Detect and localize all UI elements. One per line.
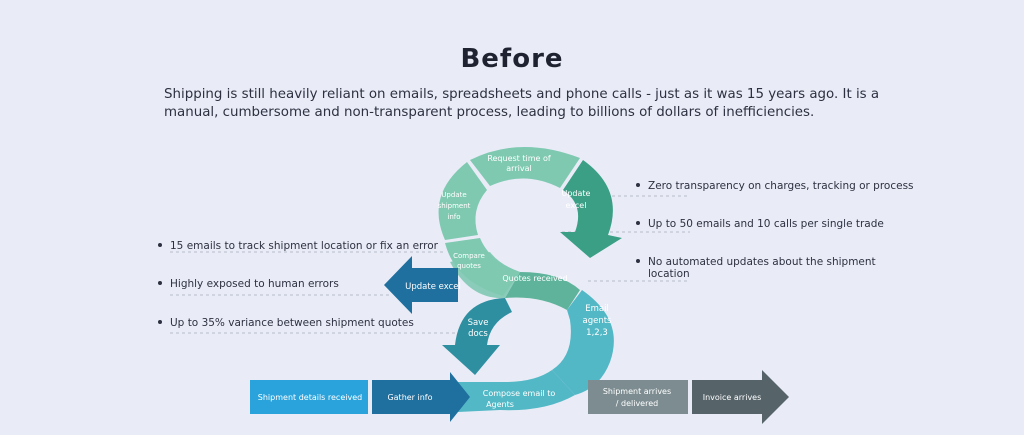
svg-text:Email: Email [585,304,609,314]
page-description: Shipping is still heavily reliant on ema… [164,87,880,120]
svg-text:Shipment arrives: Shipment arrives [603,387,671,396]
update-excel-arrow [384,256,458,314]
update-shipment-segment [438,162,487,240]
bullet [636,259,640,263]
svg-text:Update: Update [441,191,466,199]
quotes-received-segment [505,272,580,310]
shipment-arrives-label-1: Shipment arrives [603,387,671,396]
connector-lines [170,195,690,334]
shipment-arrives-box [588,380,688,414]
svg-text:Compare: Compare [453,252,485,260]
note-left-2-text: Highly exposed to human errors [170,278,339,290]
shipment-details-box [250,380,368,414]
svg-text:Agents: Agents [486,400,514,409]
svg-text:info: info [447,213,460,221]
note-left-1: 15 emails to track shipment location or … [158,240,438,252]
note-right-3-text: No automated updates about the shipment … [648,256,876,280]
note-right-2: Up to 50 emails and 10 calls per single … [636,218,884,230]
request-time-label-1: Request time of [487,154,551,163]
page-title: Before [460,44,564,74]
compose-email-label-1: Compose email to [483,389,556,398]
quotes-received-label: Quotes received [502,274,567,283]
email-agents-label-1: Email [585,304,609,314]
save-docs-label-1: Save [468,318,489,328]
bullet [158,243,162,247]
compose-email-label-2: Agents [486,400,514,409]
svg-text:Compose email to: Compose email to [483,389,556,398]
bullet [636,183,640,187]
note-right-1: Zero transparency on charges, tracking o… [636,180,914,192]
update-shipment-label-1: Update [441,191,466,199]
svg-text:1,2,3: 1,2,3 [586,328,608,338]
note-left-3: Up to 35% variance between shipment quot… [158,317,414,329]
svg-text:arrival: arrival [506,164,531,173]
shipment-arrives-label-2: / delivered [616,399,658,408]
compose-email-segment [458,370,575,412]
update-shipment-label-3: info [447,213,460,221]
save-docs-label-2: docs [468,329,488,339]
svg-text:Save: Save [468,318,489,328]
save-docs-segment [442,298,512,375]
note-right-3: No automated updates about the shipment … [636,256,888,280]
svg-text:Update excel: Update excel [405,282,461,292]
svg-text:Request time of: Request time of [487,154,551,163]
svg-text:agents: agents [583,316,613,326]
invoice-label: Invoice arrives [703,393,762,402]
shipment-details-label: Shipment details received [258,393,362,402]
update-excel-top-segment [560,160,622,258]
svg-text:quotes: quotes [457,262,481,270]
bullet [158,281,162,285]
note-right-1-text: Zero transparency on charges, tracking o… [648,180,914,192]
svg-text:docs: docs [468,329,488,339]
note-left-1-text: 15 emails to track shipment location or … [170,240,438,252]
note-left-2: Highly exposed to human errors [158,278,339,290]
request-time-segment [470,146,580,188]
compare-quotes-label-2: quotes [457,262,481,270]
bullet [158,320,162,324]
update-shipment-label-2: shipment [438,202,471,210]
note-left-3-text: Up to 35% variance between shipment quot… [170,317,414,329]
invoice-arrow [692,370,789,424]
svg-text:excel: excel [566,201,587,210]
svg-text:Quotes received: Quotes received [502,274,567,283]
bullet [636,221,640,225]
svg-text:Gather info: Gather info [387,393,432,402]
svg-text:shipment: shipment [438,202,471,210]
email-agents-segment [552,290,614,395]
update-excel-top-label-2: excel [566,201,587,210]
note-right-2-text: Up to 50 emails and 10 calls per single … [648,218,884,230]
gather-info-label: Gather info [387,393,432,402]
svg-text:Shipment details received: Shipment details received [258,393,362,402]
update-excel-top-label-1: Update [562,189,591,198]
gather-info-arrow [372,372,470,422]
request-time-label-2: arrival [506,164,531,173]
update-excel-left-label: Update excel [405,282,461,292]
email-agents-label-2: agents [583,316,613,326]
compare-quotes-label-1: Compare [453,252,485,260]
svg-text:Invoice arrives: Invoice arrives [703,393,762,402]
svg-text:/ delivered: / delivered [616,399,658,408]
email-agents-label-3: 1,2,3 [586,328,608,338]
svg-text:Update: Update [562,189,591,198]
